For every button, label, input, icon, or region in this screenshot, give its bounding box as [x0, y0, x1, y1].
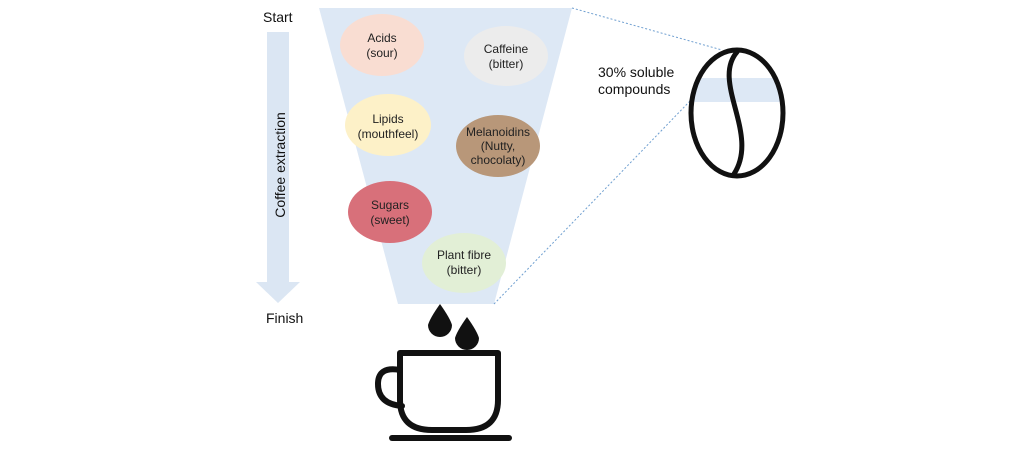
compound-note: (sour) [366, 46, 397, 60]
compound-note: (sweet) [370, 213, 409, 227]
compound-plant-fibre: Plant fibre (bitter) [422, 233, 506, 293]
compound-name: Caffeine [484, 42, 529, 56]
coffee-bean-icon [688, 47, 786, 179]
compound-ellipse [348, 181, 432, 243]
compound-note: (bitter) [447, 263, 482, 277]
start-label: Start [263, 9, 293, 25]
compound-note: (bitter) [489, 57, 524, 71]
compound-ellipse [340, 14, 424, 76]
compound-note: (Nutty, [481, 139, 515, 153]
coffee-extraction-label: Coffee extraction [272, 112, 288, 218]
compound-ellipse [345, 94, 431, 156]
compound-name: Lipids [372, 112, 403, 126]
coffee-drops-icon [428, 304, 479, 350]
compound-melanoidins: Melanoidins (Nutty, chocolaty) [456, 115, 540, 177]
soluble-compounds-label-line2: compounds [598, 81, 670, 97]
compound-name: Acids [367, 31, 396, 45]
finish-label: Finish [266, 310, 303, 326]
compound-ellipse [464, 26, 548, 86]
compound-note: (mouthfeel) [358, 127, 419, 141]
compound-ellipse [422, 233, 506, 293]
extraction-arrow [256, 32, 300, 303]
compound-name: Plant fibre [437, 248, 491, 262]
compound-acids: Acids (sour) [340, 14, 424, 76]
compound-name: Melanoidins [466, 125, 530, 139]
soluble-compounds-label-line1: 30% soluble [598, 64, 674, 80]
compound-ellipse [456, 115, 540, 177]
compound-lipids: Lipids (mouthfeel) [345, 94, 431, 156]
compound-sugars: Sugars (sweet) [348, 181, 432, 243]
compound-caffeine: Caffeine (bitter) [464, 26, 548, 86]
coffee-cup-icon [374, 350, 512, 441]
connector-line-bottom [493, 100, 691, 305]
compound-note-line2: chocolaty) [471, 153, 526, 167]
connector-line-top [571, 7, 723, 51]
compound-name: Sugars [371, 198, 409, 212]
